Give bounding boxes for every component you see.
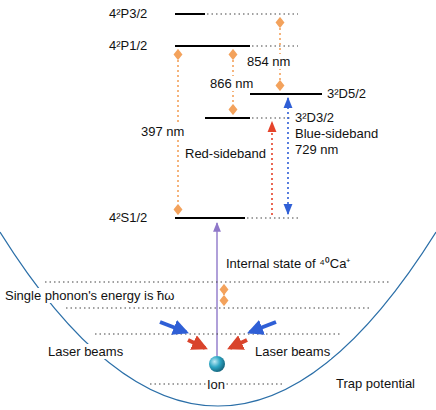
transitions	[178, 18, 288, 215]
annotation-label: Single phonon's energy is ħω	[4, 288, 175, 303]
trap-label: Trap potential	[335, 376, 416, 391]
level-label: 3²D3/2	[294, 110, 335, 125]
trap-potential-curve	[0, 232, 436, 406]
internal-state-arrow	[216, 223, 217, 356]
wavelength-label: 729 nm	[294, 142, 339, 157]
phonon-arrow	[223, 285, 225, 305]
level-label: 4²S1/2	[108, 210, 148, 225]
transition-label: Blue-sideband	[294, 126, 379, 141]
level-extensions	[207, 14, 298, 218]
annotation-label: Internal state of ⁴⁰Ca⁺	[225, 256, 351, 271]
level-label: 4²P3/2	[108, 6, 148, 21]
wavelength-label: 854 nm	[246, 54, 291, 69]
level-label: 4²P1/2	[108, 38, 148, 53]
ion-label: Ion	[206, 377, 226, 392]
level-label: 3²D5/2	[326, 86, 367, 101]
beam-label: Laser beams	[254, 344, 331, 359]
beam-label: Laser beams	[47, 344, 124, 359]
ion-sphere	[209, 356, 225, 372]
wavelength-label: 397 nm	[140, 124, 185, 139]
wavelength-label: 866 nm	[209, 76, 254, 91]
transition-label: Red-sideband	[184, 146, 267, 161]
